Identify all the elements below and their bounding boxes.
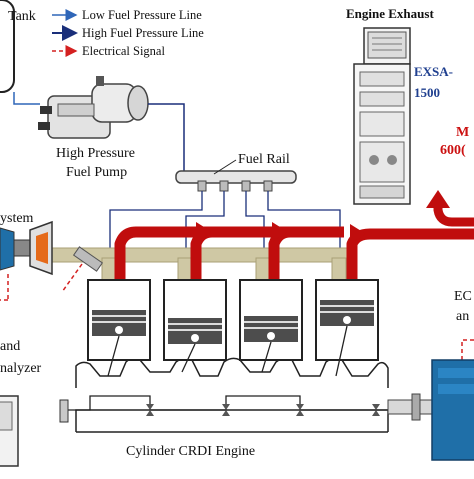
fuel-rail [175, 170, 297, 192]
fuel-tank [0, 0, 15, 93]
exsa-label-line1: EXSA- [414, 64, 453, 79]
crankshaft [60, 325, 410, 411]
intake-throttle [72, 246, 104, 272]
engine-title: Cylinder CRDI Engine [126, 444, 255, 459]
system-label: ystem [0, 211, 34, 226]
cylinder-4 [315, 279, 379, 361]
turbocharger [0, 220, 53, 276]
low-pressure-legend-label: Low Fuel Pressure Line [82, 8, 202, 22]
instrument-label-red-2: 600( [440, 143, 466, 158]
engine-exhaust-label: Engine Exhaust [346, 6, 434, 21]
dynamometer [387, 359, 474, 461]
injector-signal-line [61, 263, 83, 293]
ec-label: EC [454, 289, 472, 304]
cylinder-3 [239, 279, 303, 361]
engine-block [75, 357, 389, 433]
cylinder-1 [87, 279, 151, 361]
exhaust-up-arrow [426, 190, 450, 208]
and-label: and [0, 339, 20, 354]
fuel-rail-leader [213, 159, 237, 175]
pump-label-line2: Fuel Pump [66, 165, 127, 180]
left-analyzer [0, 395, 19, 467]
crank-bearings [146, 404, 380, 416]
fuel-rail-label: Fuel Rail [238, 152, 290, 167]
electrical-legend-label: Electrical Signal [82, 44, 165, 58]
an-label: an [456, 309, 469, 324]
legend: Low Fuel Pressure Line High Fuel Pressur… [52, 8, 204, 58]
tank-to-pump-line [13, 92, 40, 105]
exhaust-flow-arrows [196, 222, 366, 244]
exsa-1500-analyzer [353, 27, 411, 205]
exsa-label-line2: 1500 [414, 85, 440, 100]
exhaust-to-analyzer [433, 206, 474, 227]
instrument-label-red-1: M [456, 125, 469, 140]
tank-label: Tank [8, 9, 36, 24]
high-pressure-legend-label: High Fuel Pressure Line [82, 26, 204, 40]
flywheel-coupling [59, 399, 69, 423]
injector-lines [109, 191, 341, 262]
dyno-signal-line [461, 339, 474, 362]
high-pressure-fuel-pump [38, 76, 149, 139]
analyzer-label: nalyzer [0, 361, 42, 376]
pump-to-rail-line [148, 103, 185, 172]
pump-label-line1: High Pressure [56, 146, 135, 161]
cylinder-2 [163, 279, 227, 361]
